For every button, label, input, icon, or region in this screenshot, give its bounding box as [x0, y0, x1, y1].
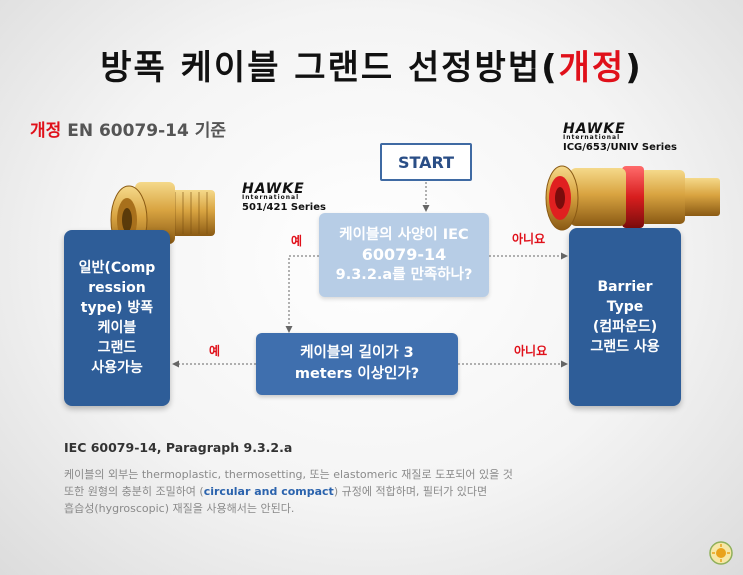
reference-text: 케이블의 외부는 thermoplastic, thermosetting, 또… [64, 468, 513, 515]
sun-badge-icon [709, 541, 733, 565]
hawke-logo-left: HAWKE International 501/421 Series [242, 181, 326, 213]
subtitle: 개정 EN 60079-14 기준 [30, 121, 227, 141]
series-label-left: 501/421 Series [242, 202, 326, 213]
reference-heading: IEC 60079-14, Paragraph 9.3.2.a [64, 440, 293, 455]
no-label-1: 아니요 [512, 232, 546, 246]
hawke-logo-right: HAWKE International ICG/653/UNIV Series [563, 121, 677, 153]
result-compression-gland: 일반(Comp ression type) 방폭 케이블 그랜드 사용가능 [64, 230, 170, 406]
page-title: 방폭 케이블 그랜드 선정방법(개정) [100, 48, 643, 88]
no-label-2: 아니요 [514, 344, 548, 358]
reference-highlight: circular and compact [203, 485, 334, 498]
yes-label-2: 예 [209, 344, 221, 358]
decision-cable-length: 케이블의 길이가 3 meters 이상인가? [256, 333, 458, 395]
series-label-right: ICG/653/UNIV Series [563, 142, 677, 153]
start-node: START [380, 143, 472, 181]
yes-label-1: 예 [291, 234, 303, 248]
barrier-gland-image [545, 165, 720, 231]
subtitle-highlight: 개정 [30, 121, 62, 141]
decision-cable-spec: 케이블의 사양이 IEC 60079-14 9.3.2.a를 만족하나? [319, 213, 489, 297]
result-barrier-gland: Barrier Type (컴파운드) 그랜드 사용 [569, 228, 681, 406]
title-highlight: 개정 [558, 48, 626, 88]
